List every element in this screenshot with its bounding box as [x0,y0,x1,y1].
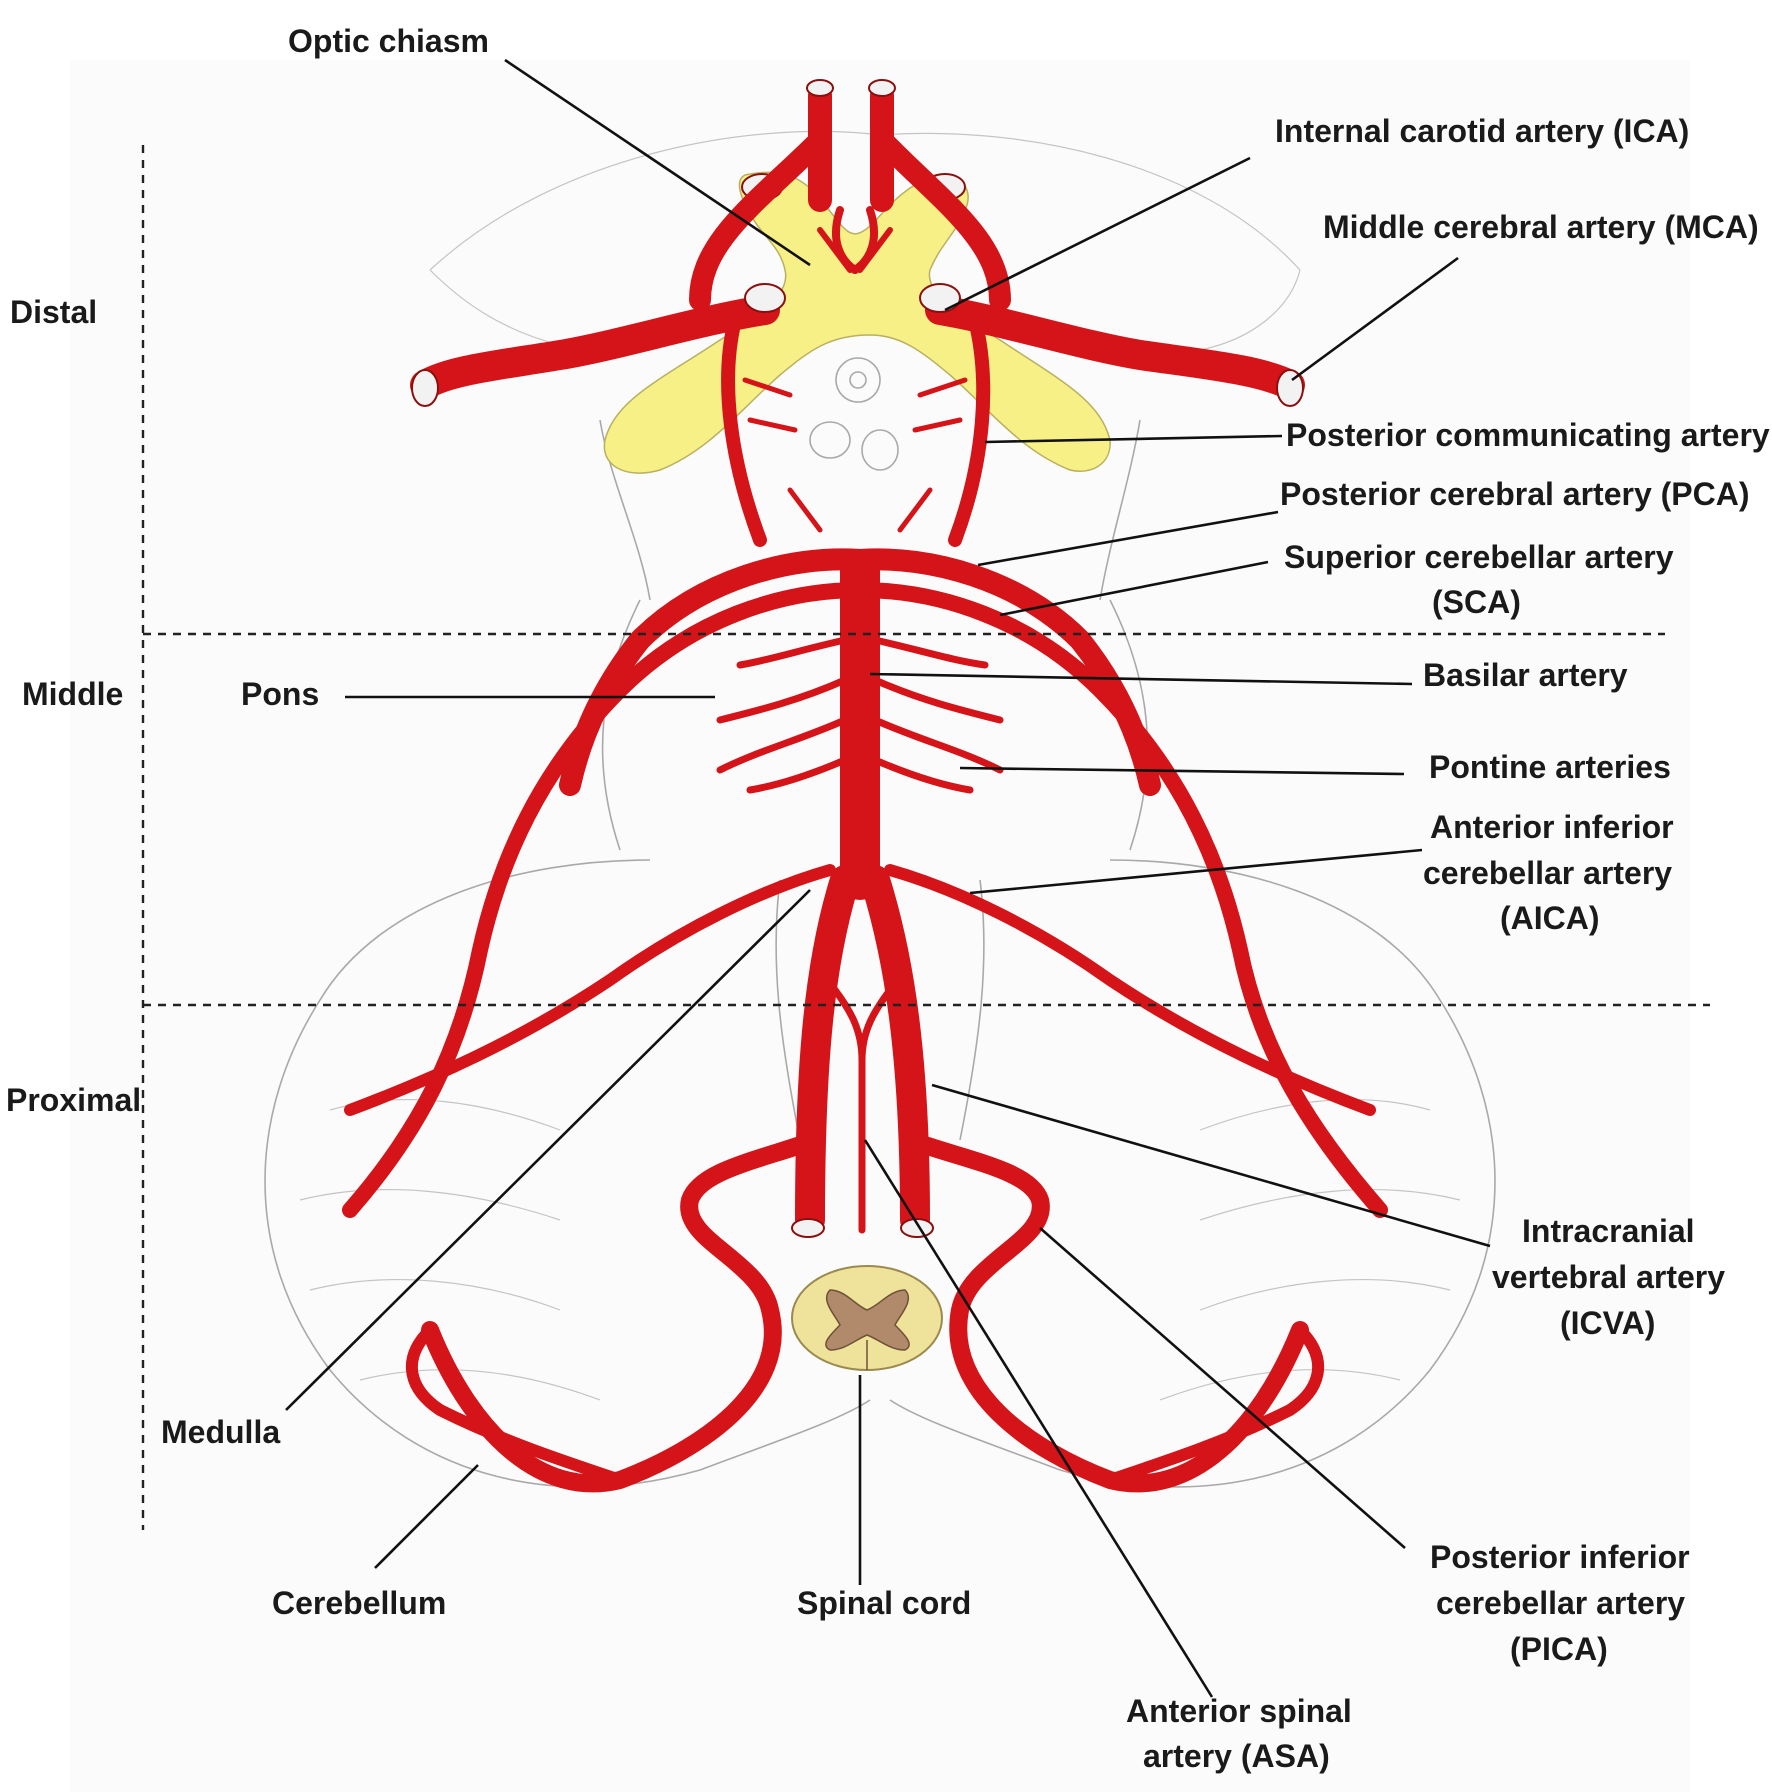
label-aica-3: (AICA) [1500,900,1600,936]
label-icva-3: (ICVA) [1560,1305,1655,1341]
leader-sca [999,560,1269,617]
label-proximal: Proximal [6,1082,141,1118]
leader-cerebellum [374,1464,479,1569]
arteries [342,79,1388,1493]
label-pontine: Pontine arteries [1429,749,1671,785]
label-asa-2: artery (ASA) [1143,1738,1330,1774]
label-sca-1: Superior cerebellar artery [1284,539,1674,575]
spinal-cord-section [791,1265,943,1371]
leader-medulla [285,889,811,1411]
brain-sketch [264,130,1496,1488]
zone-dividers [141,145,1710,1530]
leader-basilar [869,672,1413,686]
label-pcom: Posterior communicating artery [1286,417,1770,453]
leader-pcom [984,434,1283,444]
leader-icva [931,1083,1491,1248]
label-medulla: Medulla [161,1414,280,1450]
leader-asa [863,1139,1214,1698]
label-pica-1: Posterior inferior [1430,1539,1690,1575]
label-icva-1: Intracranial [1522,1213,1695,1249]
label-basilar: Basilar artery [1423,657,1628,693]
leader-mca [1291,256,1459,382]
label-mca: Middle cerebral artery (MCA) [1323,209,1759,245]
label-optic-chiasm: Optic chiasm [288,23,489,59]
label-distal: Distal [10,294,97,330]
leader-ica [944,156,1251,312]
labels: Optic chiasm Internal carotid artery (IC… [6,23,1770,1774]
label-middle: Middle [22,676,123,712]
label-sca-2: (SCA) [1432,584,1521,620]
leader-pontine [959,766,1405,776]
label-icva-2: vertebral artery [1492,1259,1725,1295]
label-pca: Posterior cerebral artery (PCA) [1280,476,1750,512]
label-pica-2: cerebellar artery [1436,1585,1685,1621]
label-cerebellum: Cerebellum [272,1585,446,1621]
leader-pca [977,510,1279,567]
label-asa-1: Anterior spinal [1126,1693,1352,1729]
label-aica-2: cerebellar artery [1423,855,1672,891]
leader-pica [1039,1227,1406,1549]
label-spinal-cord: Spinal cord [797,1585,971,1621]
label-pica-3: (PICA) [1510,1631,1608,1667]
leader-optic-chiasm [504,58,811,267]
label-pons: Pons [241,676,319,712]
leader-aica [969,848,1423,895]
label-ica: Internal carotid artery (ICA) [1275,113,1689,149]
leader-lines [285,58,1491,1698]
label-aica-1: Anterior inferior [1430,809,1674,845]
